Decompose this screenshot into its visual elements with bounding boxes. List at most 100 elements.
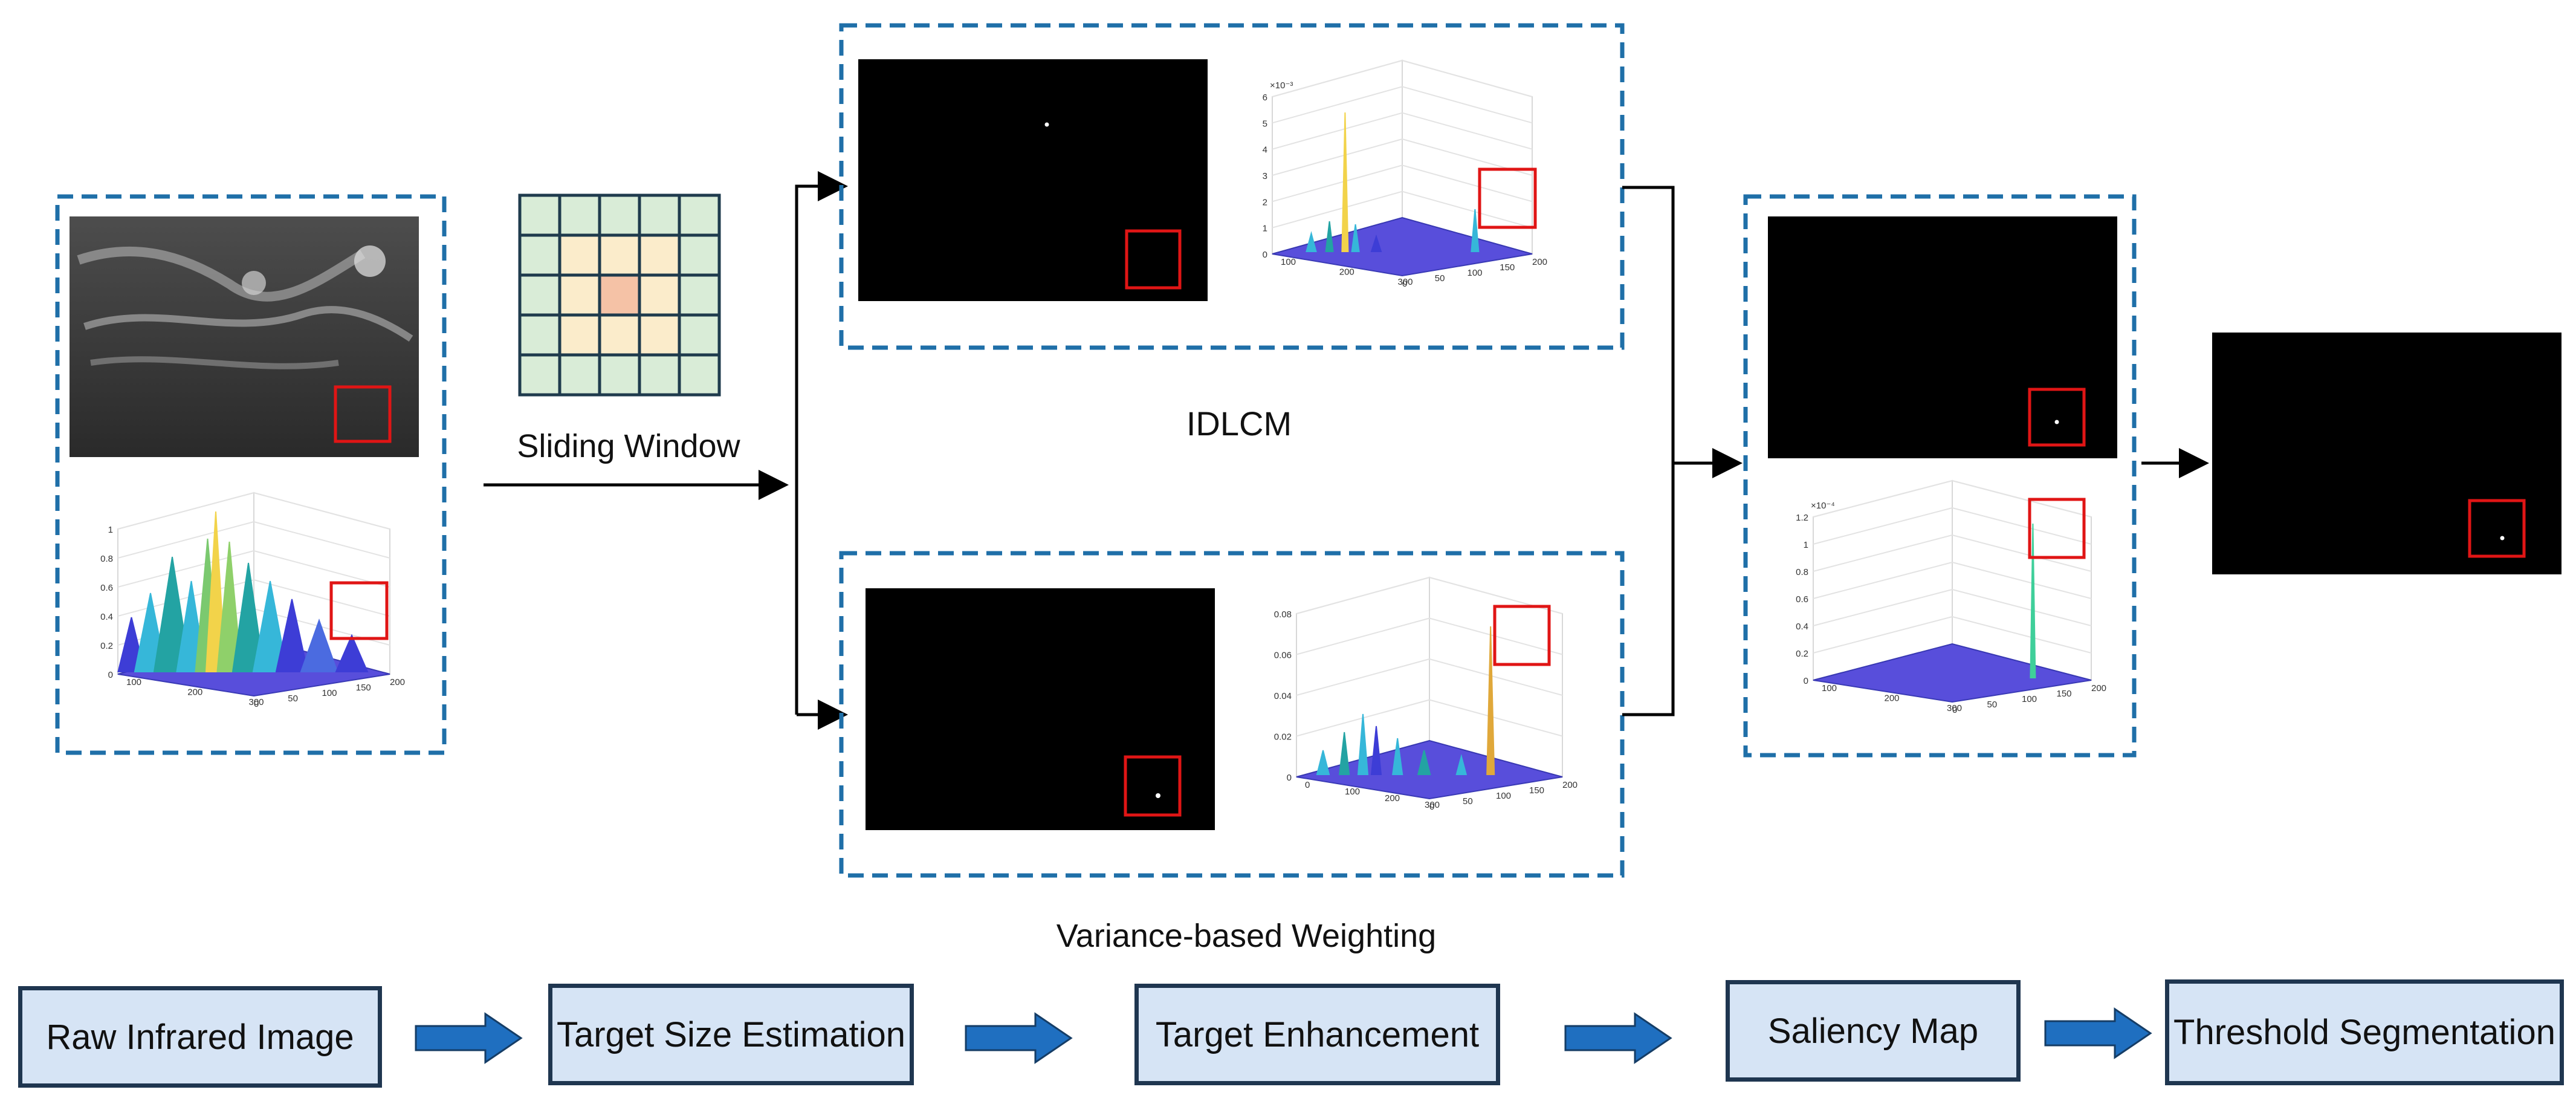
z-tick-label: 1 — [1804, 540, 1808, 550]
window-cell — [678, 233, 721, 277]
window-cell — [598, 233, 641, 277]
z-tick-label: 0.8 — [1796, 567, 1808, 577]
z-tick-label: 0.4 — [1796, 622, 1808, 632]
segmentation-result-image — [2212, 333, 2561, 574]
surface-peak — [1471, 209, 1480, 252]
stage-target-enhancement: Target Enhancement — [1134, 984, 1500, 1085]
y-tick-label: 100 — [322, 688, 337, 698]
surface-peak — [1392, 738, 1403, 775]
surface-peak — [1370, 726, 1382, 775]
z-tick-label: 0.02 — [1274, 732, 1292, 742]
surface-peak — [1357, 713, 1369, 775]
idlcm-response-image — [858, 59, 1208, 301]
window-cell — [558, 273, 601, 317]
x-tick-label: 300 — [1947, 703, 1962, 713]
pipeline-arrow-4 — [2044, 1007, 2152, 1059]
window-cell — [678, 313, 721, 357]
variance-weighting-label: Variance-based Weighting — [1057, 918, 1436, 954]
z-tick-label: 0.2 — [100, 641, 113, 651]
idlcm-frame — [839, 23, 1625, 350]
y-tick-label: 0 — [1952, 705, 1957, 715]
z-multiplier-label: ×10⁻³ — [1270, 80, 1293, 91]
window-cell — [678, 193, 721, 237]
z-tick-label: 0.8 — [100, 554, 113, 564]
z-tick-label: 0.04 — [1274, 691, 1292, 701]
z-tick-label: 0.6 — [1796, 594, 1808, 605]
surface-peak — [1325, 221, 1334, 252]
window-cell — [558, 313, 601, 357]
y-tick-label: 50 — [1463, 796, 1473, 807]
z-tick-label: 0.08 — [1274, 609, 1292, 620]
z-tick-label: 1 — [108, 525, 113, 535]
x-tick-label: 100 — [126, 677, 141, 687]
y-tick-label: 100 — [2022, 694, 2037, 704]
x-tick-label: 300 — [1398, 277, 1413, 287]
y-tick-label: 50 — [1435, 273, 1445, 284]
surface-peak — [1455, 754, 1468, 775]
surface-peak — [1370, 234, 1382, 252]
y-tick-label: 150 — [356, 683, 371, 693]
surface-peak — [1316, 750, 1330, 775]
target-highlight-box — [2028, 498, 2086, 559]
idlcm-label: IDLCM — [1186, 404, 1292, 443]
y-tick-label: 0 — [1402, 279, 1407, 289]
window-cell — [638, 353, 681, 397]
x-tick-label: 200 — [187, 687, 202, 698]
z-tick-label: 5 — [1263, 119, 1267, 129]
surface-peak — [252, 580, 288, 672]
sliding-window-grid — [518, 193, 721, 397]
pipeline-arrow-3 — [1564, 1012, 1672, 1064]
y-tick-label: 200 — [1532, 257, 1547, 267]
y-tick-label: 200 — [2091, 683, 2106, 693]
window-cell — [558, 233, 601, 277]
surface-peak — [231, 562, 265, 672]
y-tick-label: 50 — [1987, 700, 1998, 710]
y-tick-label: 0 — [1429, 802, 1434, 812]
pipeline-arrow-2 — [965, 1012, 1073, 1064]
z-tick-label: 2 — [1263, 197, 1267, 207]
surface-peak — [335, 634, 369, 672]
z-tick-label: 0.4 — [100, 612, 113, 622]
y-tick-label: 100 — [1468, 268, 1483, 278]
window-cell — [598, 193, 641, 237]
target-highlight-box — [1493, 605, 1551, 666]
z-tick-label: 1 — [1263, 224, 1267, 234]
z-tick-label: 1.2 — [1796, 513, 1808, 523]
surface-peak — [1306, 231, 1317, 252]
window-cell — [638, 233, 681, 277]
stage-saliency-map: Saliency Map — [1726, 980, 2021, 1082]
x-tick-label: 300 — [1425, 800, 1440, 810]
surface-peak — [1486, 626, 1495, 775]
window-cell — [518, 313, 561, 357]
variance-response-image — [866, 588, 1215, 830]
window-cell — [598, 353, 641, 397]
window-cell — [598, 313, 641, 357]
window-cell — [598, 273, 641, 317]
surface-peak — [300, 618, 338, 672]
window-cell — [518, 193, 561, 237]
y-tick-label: 150 — [1529, 785, 1544, 796]
window-cell — [558, 193, 601, 237]
window-cell — [678, 353, 721, 397]
window-cell — [518, 353, 561, 397]
pipeline-arrows — [415, 1007, 2152, 1064]
x-tick-label: 200 — [1885, 693, 1900, 704]
surface-peak — [275, 599, 309, 672]
stage-target-size-estimation: Target Size Estimation — [548, 984, 914, 1085]
y-tick-label: 150 — [2057, 689, 2072, 699]
surface-peak — [216, 541, 242, 672]
y-tick-label: 50 — [288, 693, 298, 704]
surface-peak — [1351, 224, 1360, 252]
stage-raw-infrared-image: Raw Infrared Image — [18, 986, 382, 1088]
saliency-frame — [1743, 194, 2137, 758]
pipeline-arrow-1 — [415, 1012, 523, 1064]
target-highlight-box — [1478, 167, 1537, 229]
sliding-window-label: Sliding Window — [517, 428, 740, 464]
saliency-surface-plot: 00.20.40.60.811.2×10⁻⁴100200300050100150… — [1796, 479, 2106, 715]
z-tick-label: 0.06 — [1274, 651, 1292, 661]
surface-peak — [1417, 750, 1431, 775]
